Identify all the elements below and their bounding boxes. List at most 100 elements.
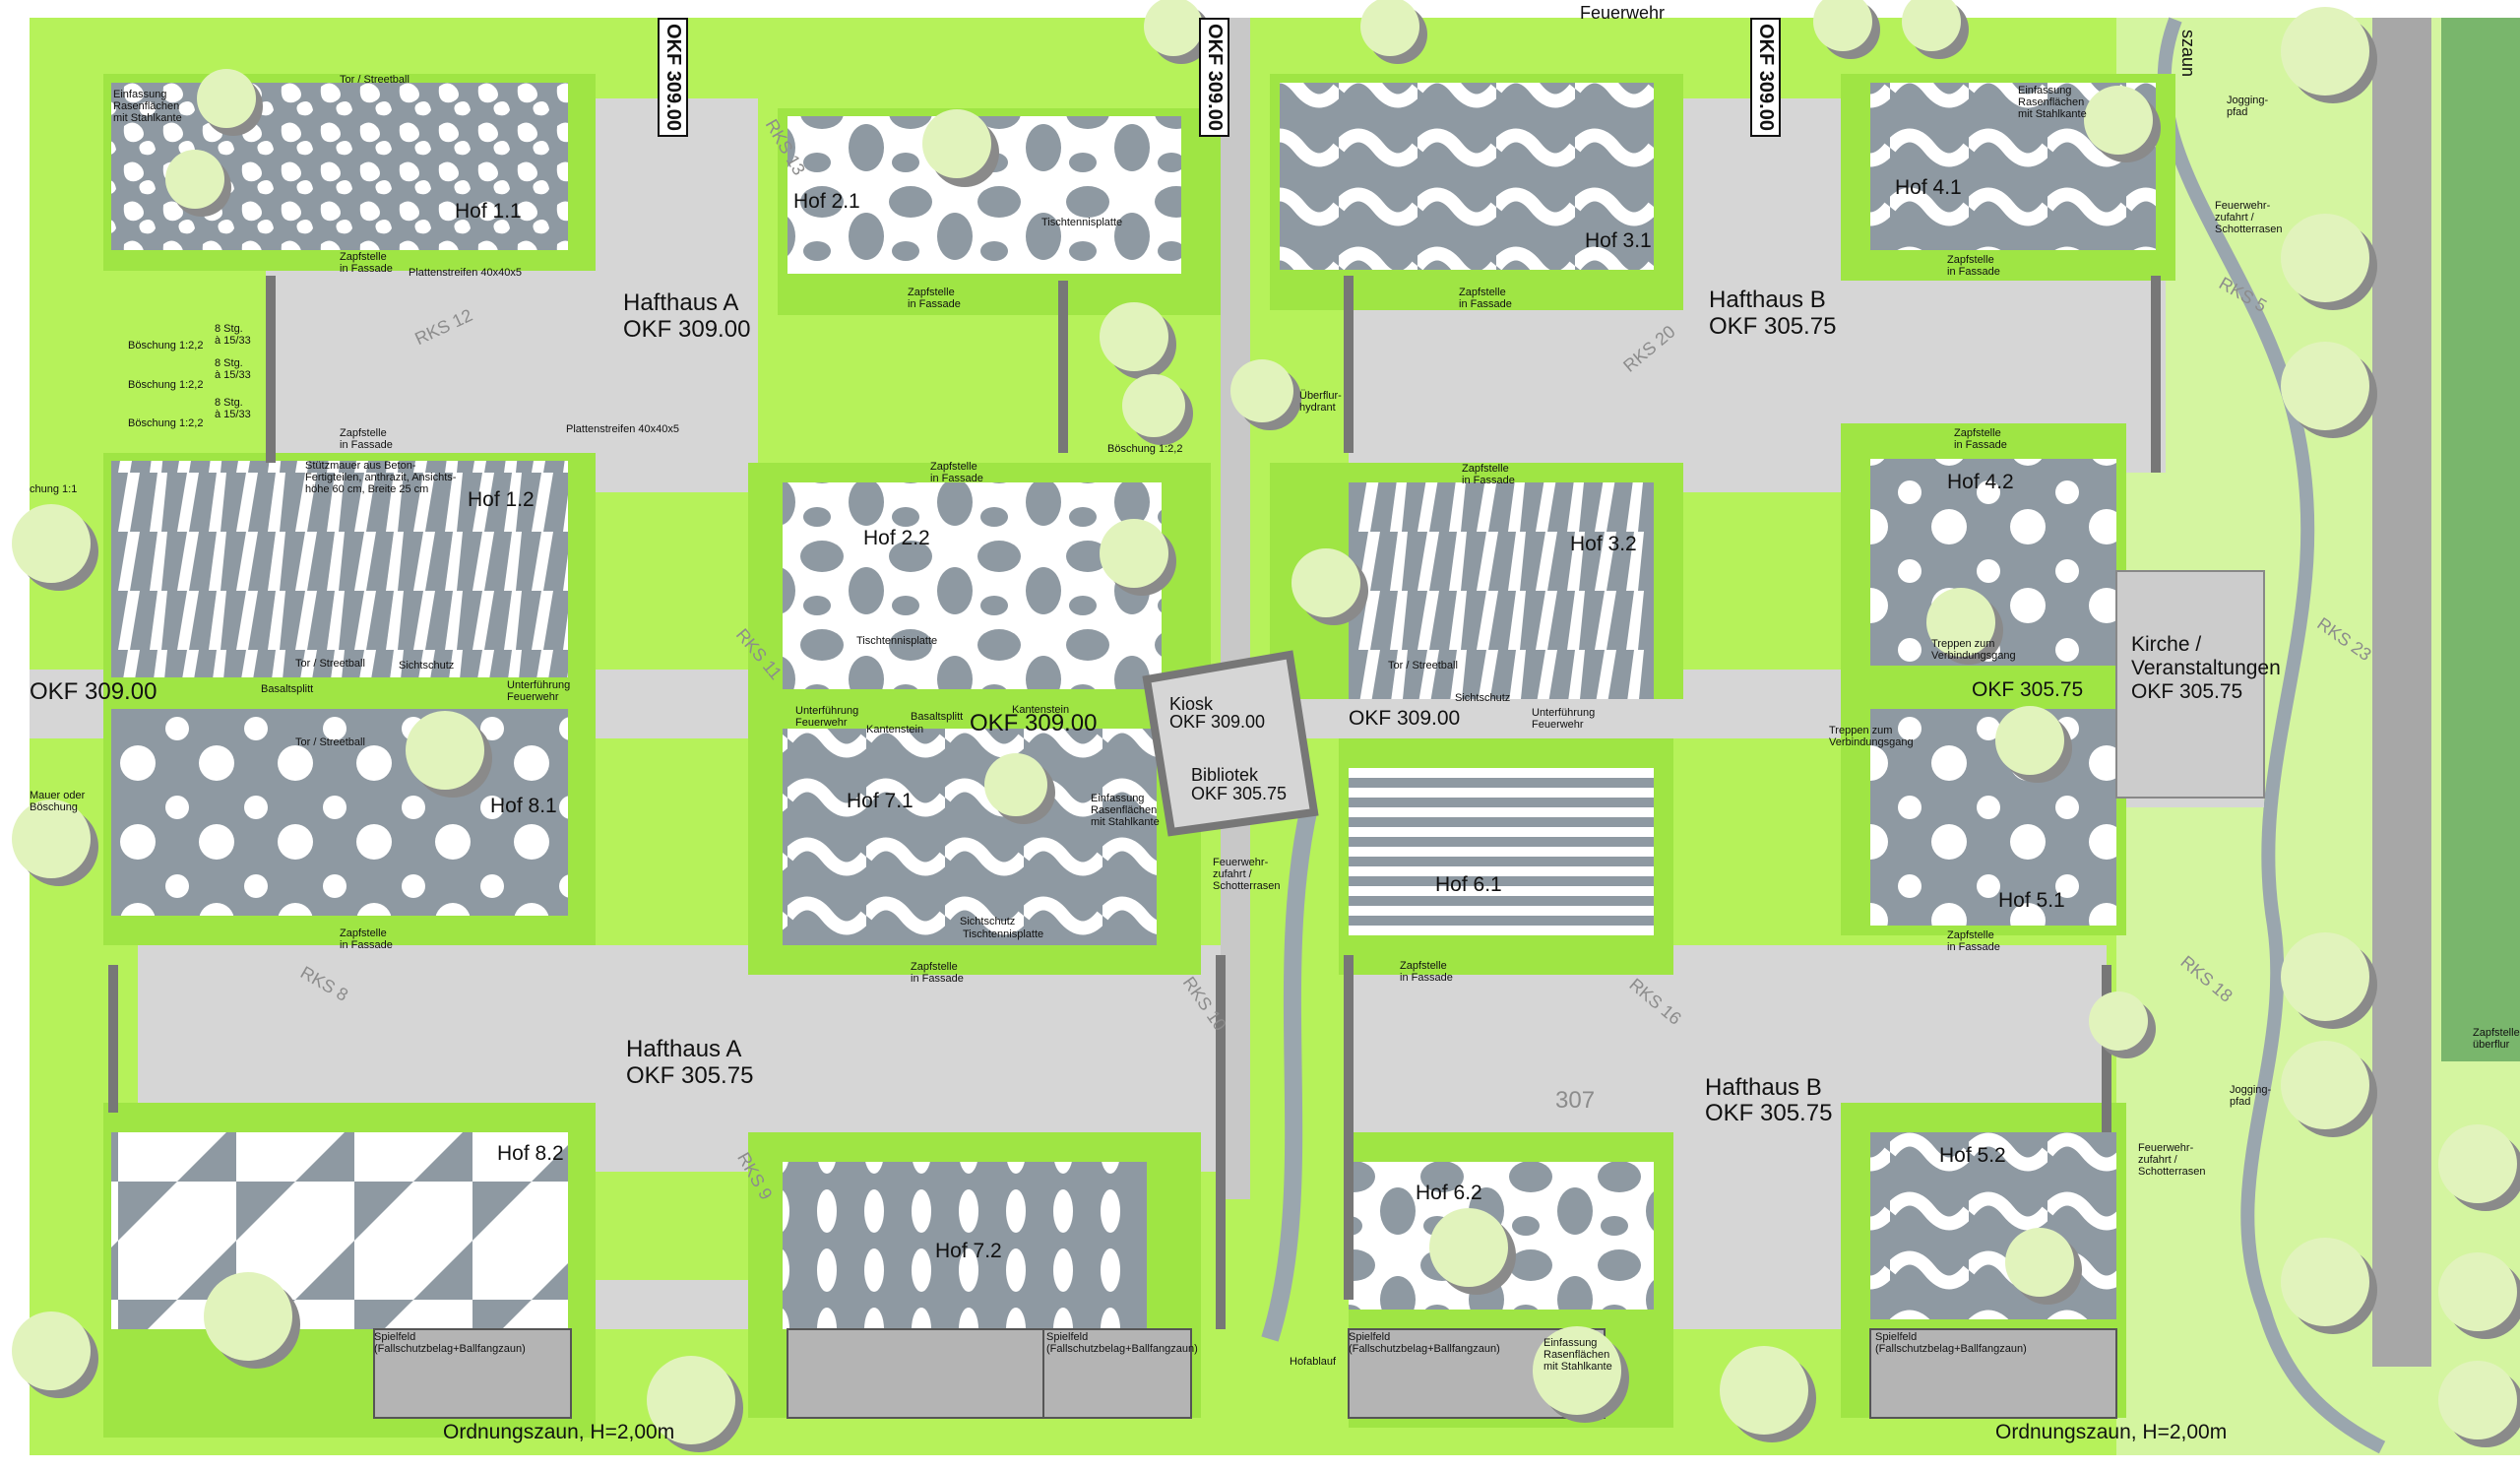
right-fire-label-2b: zufahrt / (2138, 1154, 2177, 1166)
zapfstelle-11b: in Fassade (1400, 972, 1453, 984)
central-fire-label-b: zufahrt / (1213, 868, 1252, 880)
okf-level-center-right: OKF 309.00 (1349, 707, 1461, 730)
zapfstelle-11: Zapfstelle (1400, 960, 1447, 972)
stairs-1: 8 Stg. (215, 323, 243, 335)
top-label-zaun: szaun (2177, 30, 2198, 78)
spielfeld-4: Spielfeld (1875, 1331, 1918, 1343)
right-jogging-label-2: Jogging- (2230, 1084, 2272, 1096)
tischtennisplatte-3: Tischtennisplatte (963, 928, 1044, 940)
einfassung-4b: Rasenflächen (1544, 1349, 1610, 1361)
right-zapf-label: Zapfstelle (2473, 1027, 2520, 1039)
central-hofablauf-label: Hofablauf (1290, 1356, 1337, 1368)
church-name: Kirche / (2131, 633, 2202, 656)
zapfstelle-4b: in Fassade (1947, 266, 2000, 278)
fence-label-left: Ordnungszaun, H=2,00m (443, 1421, 675, 1443)
einfassung-2b: Rasenflächen (2018, 96, 2085, 108)
kiosk-okf: OKF 309.00 (1169, 712, 1266, 732)
retaining-wall-text-3: höhe 60 cm, Breite 25 cm (305, 483, 429, 495)
right-zapf-label-b: überflur (2473, 1039, 2510, 1051)
building-a-bottom-okf: OKF 305.75 (626, 1062, 754, 1089)
okf-level-right: OKF 305.75 (1972, 678, 2084, 701)
top-label-feuerwehr: Feuerwehr (1580, 3, 1666, 23)
central-underpass-3: Unterführung (1532, 707, 1596, 719)
library-okf: OKF 305.75 (1191, 784, 1288, 803)
zapfstelle-8b: in Fassade (1954, 439, 2007, 451)
zapfstelle-2: Zapfstelle (908, 287, 955, 298)
fence-label-right: Ordnungszaun, H=2,00m (1995, 1421, 2228, 1443)
einfassung-3b: Rasenflächen (1091, 804, 1158, 816)
central-fire-label: Feuerwehr- (1213, 857, 1269, 868)
tor-streetball-3: Tor / Streetball (295, 736, 365, 748)
okf-tag-right: OKF 309.00 (1750, 18, 1781, 137)
courtyard-hof-7-1: Hof 7.1 (847, 790, 914, 812)
boeschung-2: Böschung 1:2,2 (128, 379, 204, 391)
central-basalt-1: Basaltsplitt (261, 683, 314, 695)
right-fire-label-b: zufahrt / (2215, 212, 2254, 224)
courtyard-hof-8-1: Hof 8.1 (490, 795, 557, 817)
courtyard-hof-5-1: Hof 5.1 (1998, 889, 2065, 912)
einfassung-4: Einfassung (1544, 1337, 1598, 1349)
central-underpass-1b: Feuerwehr (507, 691, 559, 703)
spielfeld-4b: (Fallschutzbelag+Ballfangzaun) (1875, 1343, 2027, 1355)
central-underpass-2: Unterführung (795, 705, 859, 717)
einfassung-1c: mit Stahlkante (113, 112, 182, 124)
stairs-3b: à 15/33 (215, 409, 251, 420)
central-fire-label-c: Schotterrasen (1213, 880, 1281, 892)
central-kantenstein-2: Kantenstein (866, 724, 924, 736)
central-hydrant-label: Überflur- (1299, 390, 1342, 402)
church-building (2115, 570, 2265, 799)
einfassung-2: Einfassung (2018, 85, 2072, 96)
einfassung-4c: mit Stahlkante (1544, 1361, 1612, 1373)
right-jogging-label-b: pfad (2227, 106, 2248, 118)
okf-tag-left: OKF 309.00 (658, 18, 688, 137)
treppen-label-b: Verbindungsgang (1931, 650, 2016, 662)
einfassung-3c: mit Stahlkante (1091, 816, 1160, 828)
spielfeld-1b: (Fallschutzbelag+Ballfangzaun) (374, 1343, 526, 1355)
stairs-3: 8 Stg. (215, 397, 243, 409)
sports-courts (373, 1328, 2117, 1419)
zapfstelle-7: Zapfstelle (1462, 463, 1509, 475)
right-fire-label: Feuerwehr- (2215, 200, 2271, 212)
fire-access-path (1261, 805, 1318, 1342)
central-underpass-2b: Feuerwehr (795, 717, 848, 729)
zapfstelle-5b: in Fassade (340, 439, 393, 451)
tor-streetball-2: Tor / Streetball (295, 658, 365, 670)
plattenstreifen-1: Plattenstreifen 40x40x5 (566, 423, 679, 435)
building-b-top-okf: OKF 305.75 (1709, 313, 1837, 340)
sichtschutz-3: Sichtschutz (1455, 692, 1511, 704)
courtyard-hof-5-2: Hof 5.2 (1939, 1144, 2006, 1167)
boeschung-1: Böschung 1:2,2 (128, 340, 204, 352)
zapfstelle-1: Zapfstelle (340, 251, 387, 263)
right-fire-label-c: Schotterrasen (2215, 224, 2283, 235)
zapfstelle-5: Zapfstelle (340, 427, 387, 439)
stairs-2: 8 Stg. (215, 357, 243, 369)
plattenstreifen-2: Plattenstreifen 40x40x5 (409, 267, 522, 279)
sports-field (2441, 18, 2520, 1061)
zapfstelle-12: Zapfstelle (1947, 929, 1994, 941)
zapfstelle-7b: in Fassade (1462, 475, 1515, 486)
right-jogging-label-2b: pfad (2230, 1096, 2251, 1108)
tischtennisplatte-2: Tischtennisplatte (856, 635, 938, 647)
central-hydrant-label-b: hydrant (1299, 402, 1336, 414)
spielfeld-2: Spielfeld (1046, 1331, 1089, 1343)
einfassung-3: Einfassung (1091, 793, 1145, 804)
tor-streetball-4: Tor / Streetball (1388, 660, 1458, 672)
einfassung-1b: Rasenflächen (113, 100, 180, 112)
church-okf: OKF 305.75 (2131, 680, 2243, 703)
right-fire-label-2: Feuerwehr- (2138, 1142, 2194, 1154)
okf-tag-center: OKF 309.00 (1199, 18, 1229, 137)
zapfstelle-10: Zapfstelle (911, 961, 958, 973)
wall-or-slope-1: Mauer oder (30, 790, 86, 801)
courtyard-hof-2-1: Hof 2.1 (793, 190, 860, 213)
jogging-path (2157, 17, 2386, 1454)
sichtschutz-1: Sichtschutz (399, 660, 455, 672)
courtyard-hof-7-2: Hof 7.2 (935, 1240, 1002, 1262)
courtyard-hof-3-2: Hof 3.2 (1570, 533, 1637, 555)
zapfstelle-2b: in Fassade (908, 298, 961, 310)
boeschung-4: Böschung 1:2,2 (1107, 443, 1183, 455)
tischtennisplatte-1: Tischtennisplatte (1041, 217, 1123, 228)
sichtschutz-2: Sichtschutz (960, 916, 1016, 927)
building-a-top-okf: OKF 309.00 (623, 316, 751, 343)
central-underpass-3b: Feuerwehr (1532, 719, 1584, 731)
trees (12, 0, 2520, 1452)
